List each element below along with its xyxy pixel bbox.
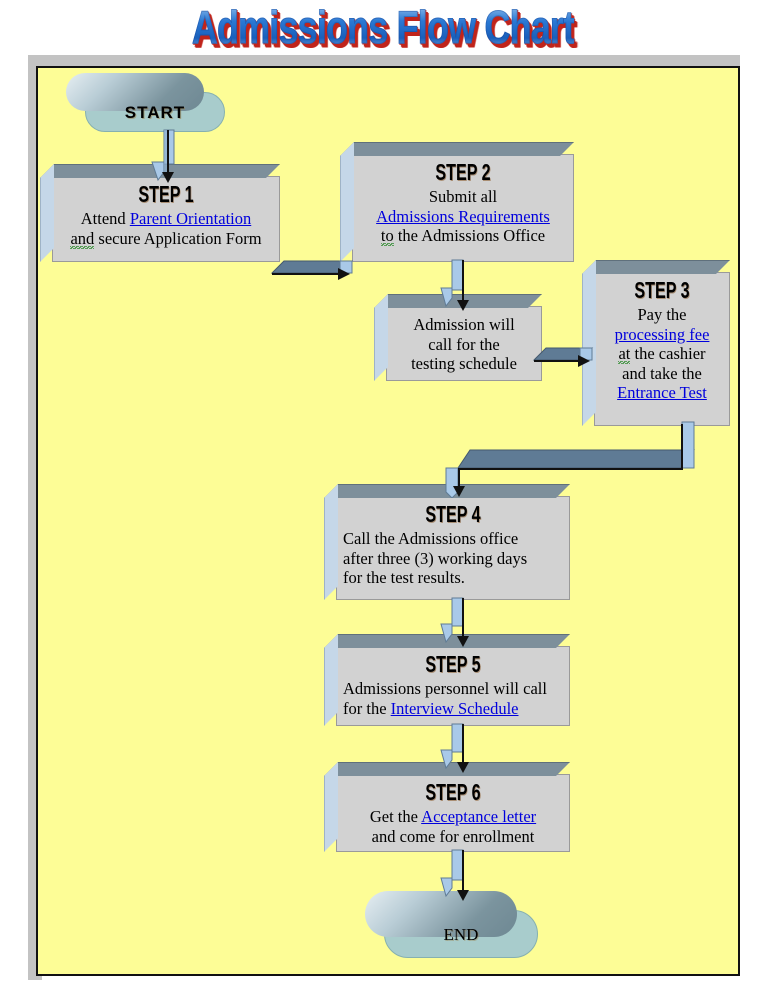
node-step2[interactable]: STEP 2 Submit all Admissions Requirement… — [340, 142, 574, 262]
canvas-frame-top-shadow — [28, 55, 740, 69]
step3-spellcheck-at: at — [618, 344, 631, 364]
step5-line2-prefix: for the — [343, 698, 391, 718]
end-3d-extrusion — [365, 891, 517, 937]
node-step1[interactable]: STEP 1 Attend Parent Orientation and sec… — [40, 164, 280, 262]
connector-step2-to-testing — [440, 259, 469, 311]
chart-title-wordart: Admissions Flow Chart — [0, 2, 766, 57]
step3-heading: STEP 3 — [634, 277, 690, 303]
connector-step5-to-step6 — [440, 723, 469, 773]
step4-line2: after three (3) working days — [343, 548, 528, 568]
link-processing-fee[interactable]: processing fee — [614, 324, 710, 344]
connector-testing-to-step3 — [532, 347, 594, 367]
connector-step3-to-step4 — [445, 421, 695, 498]
step1-line1-prefix: Attend — [80, 209, 130, 228]
step2-bevel-left — [340, 142, 354, 262]
step6-line1: Get the Acceptance letter — [343, 807, 563, 827]
flowchart-canvas: START STEP 1 Attend Parent Orientation a… — [36, 66, 740, 976]
link-interview-schedule[interactable]: Interview Schedule — [390, 698, 519, 718]
step6-line2: and come for enrollment — [371, 826, 535, 846]
link-admissions-requirements[interactable]: Admissions Requirements — [376, 206, 550, 226]
step6-content: STEP 6 Get the Acceptance letter and com… — [337, 775, 569, 850]
step4-heading: STEP 4 — [425, 501, 481, 527]
step3-line3-rest: the cashier — [630, 344, 706, 363]
node-start[interactable]: START — [66, 73, 225, 132]
node-end[interactable]: END — [365, 891, 538, 958]
step1-line2: and secure Application Form — [59, 228, 273, 249]
step2-heading: STEP 2 — [435, 159, 491, 185]
step3-content: STEP 3 Pay the processing fee at the cas… — [595, 273, 729, 407]
connector-step6-to-end — [440, 849, 469, 901]
step5-line2: for the Interview Schedule — [343, 699, 563, 719]
node-step5[interactable]: STEP 5 Admissions personnel will call fo… — [324, 634, 570, 726]
step6-heading: STEP 6 — [425, 779, 481, 805]
testing-line3: testing schedule — [411, 354, 517, 373]
step5-content: STEP 5 Admissions personnel will call fo… — [337, 647, 569, 722]
page-title: Admissions Flow Chart — [191, 1, 575, 53]
step3-line2: processing fee — [601, 325, 723, 345]
step1-content: STEP 1 Attend Parent Orientation and sec… — [53, 177, 279, 252]
step1-heading: STEP 1 — [138, 181, 194, 207]
connector-start-to-step1 — [151, 129, 175, 183]
step5-heading: STEP 5 — [425, 651, 481, 677]
step1-line2-rest: secure Application Form — [94, 228, 262, 248]
step3-bevel-top — [582, 260, 730, 274]
step3-line1: Pay the — [637, 305, 687, 324]
step3-line4: and take the — [622, 363, 702, 383]
node-testing-schedule[interactable]: Admission will call for the testing sche… — [374, 294, 542, 381]
testing-line2: call for the — [428, 334, 500, 354]
start-3d-extrusion — [66, 73, 204, 111]
step2-line3: to the Admissions Office — [359, 226, 567, 246]
step6-bevel-left — [324, 762, 338, 852]
link-parent-orientation[interactable]: Parent Orientation — [129, 209, 252, 228]
testing-line1: Admission will — [413, 315, 515, 334]
step2-line2: Admissions Requirements — [359, 207, 567, 227]
link-acceptance-letter[interactable]: Acceptance letter — [421, 807, 537, 826]
step2-line3-rest: the Admissions Office — [393, 226, 546, 245]
node-step4[interactable]: STEP 4 Call the Admissions office after … — [324, 484, 570, 600]
testing-bevel-left — [374, 294, 388, 381]
step1-spellcheck-and: and — [70, 228, 95, 249]
step5-bevel-left — [324, 634, 338, 726]
step2-line1: Submit all — [428, 187, 498, 206]
step5-line1: Admissions personnel will call — [343, 679, 547, 698]
step1-line1: Attend Parent Orientation — [59, 209, 273, 229]
link-entrance-test[interactable]: Entrance Test — [617, 383, 707, 402]
testing-content: Admission will call for the testing sche… — [387, 307, 541, 378]
step4-line1: Call the Admissions office — [343, 529, 519, 548]
node-end-label: END — [443, 925, 479, 944]
step1-bevel-left — [40, 164, 54, 262]
node-step3[interactable]: STEP 3 Pay the processing fee at the cas… — [582, 260, 730, 426]
connector-step4-to-step5 — [440, 597, 469, 647]
node-start-label: START — [124, 103, 186, 122]
step4-line3: for the test results. — [343, 568, 465, 587]
step6-line1-prefix: Get the — [369, 807, 422, 826]
step2-content: STEP 2 Submit all Admissions Requirement… — [353, 155, 573, 250]
step2-spellcheck-to: to — [380, 226, 394, 246]
step3-line3: at the cashier — [601, 344, 723, 364]
step4-content: STEP 4 Call the Admissions office after … — [337, 497, 569, 592]
node-step6[interactable]: STEP 6 Get the Acceptance letter and com… — [324, 762, 570, 852]
connector-step1-to-step2 — [270, 260, 354, 280]
step4-bevel-left — [324, 484, 338, 600]
step2-bevel-top — [340, 142, 574, 156]
step3-line5: Entrance Test — [601, 383, 723, 403]
